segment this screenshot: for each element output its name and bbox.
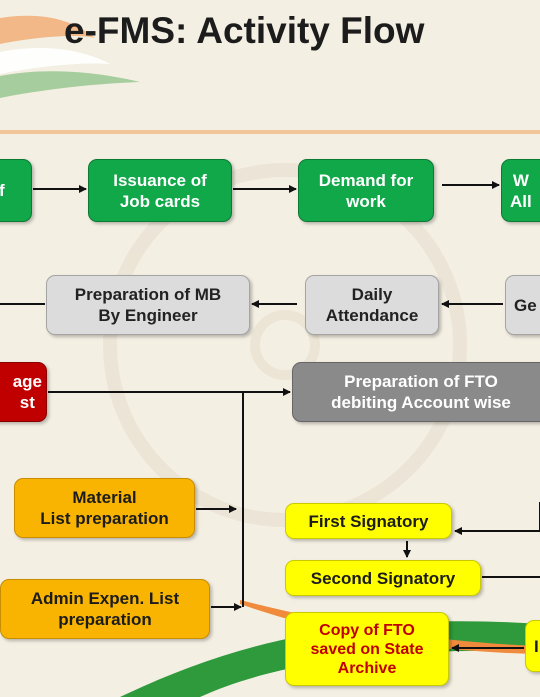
mb-node: Preparation of MB By Engineer	[46, 275, 250, 335]
second-signatory-node: Second Signatory	[285, 560, 481, 596]
page-title: e-FMS: Activity Flow	[64, 10, 425, 51]
demand-node: Demand for work	[298, 159, 434, 222]
first-signatory-node: First Signatory	[285, 503, 452, 539]
daily-attendance-node: Daily Attendance	[305, 275, 439, 335]
copy-fto-node: Copy of FTO saved on State Archive	[285, 612, 449, 686]
job-cards-node: Issuance of Job cards	[88, 159, 232, 222]
work-allocation-node: W All	[501, 159, 540, 222]
wage-list-node: age st	[0, 362, 47, 422]
generation-node: Ge	[505, 275, 540, 335]
registration-node: f	[0, 159, 32, 222]
admin-expense-node: Admin Expen. List preparation	[0, 579, 210, 639]
partial-bottom-node: I	[525, 620, 540, 672]
fto-node: Preparation of FTO debiting Account wise	[292, 362, 540, 422]
material-list-node: Material List preparation	[14, 478, 195, 538]
